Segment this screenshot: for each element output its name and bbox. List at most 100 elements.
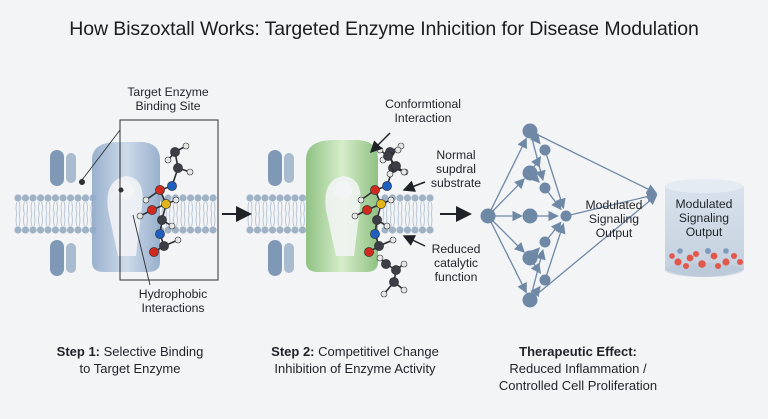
molecule-atom [164, 156, 172, 164]
lipid-tail [405, 213, 410, 227]
lipid-head [396, 226, 404, 234]
lipid-head [81, 226, 90, 234]
molecule-atom [173, 163, 183, 173]
molecule-atom [400, 260, 408, 268]
lipid-tail [83, 201, 88, 215]
conformational-arrow [369, 132, 391, 154]
lipid-head [14, 226, 22, 234]
drug-molecule-bound-1 [136, 142, 194, 257]
lipid-head [66, 226, 75, 234]
lipid-tail [15, 213, 21, 227]
lipid-tail [285, 213, 290, 227]
molecule-atom [374, 241, 384, 251]
molecule-atom [370, 185, 380, 195]
lipid-tail [60, 213, 66, 227]
output-particle [698, 260, 706, 268]
molecule-atom [372, 215, 382, 225]
molecule-atom [383, 222, 391, 230]
lipid-tail [270, 213, 275, 227]
lipid-tail [210, 201, 216, 215]
molecule-atom [136, 212, 144, 220]
molecule-atom [157, 215, 167, 225]
lipid-tail [412, 201, 418, 215]
side-proteins-middle [268, 150, 294, 276]
molecule-atom [389, 236, 397, 244]
lipid-tail [270, 201, 275, 215]
caption-step-2: Step 2: Competitivel Change Inhibition o… [271, 344, 439, 376]
lipid-tail [397, 213, 403, 227]
network-edge [529, 194, 658, 301]
lipid-head [426, 194, 434, 202]
lipid-tail [427, 201, 433, 215]
lipid-tail [292, 201, 298, 215]
lipid-head [246, 194, 254, 202]
lipid-tail [180, 201, 186, 215]
network-node [539, 144, 551, 156]
molecule-atom [167, 181, 177, 191]
molecule-atom [351, 212, 359, 220]
lipid-head [298, 194, 307, 202]
molecule-atom [161, 199, 171, 209]
molecule-atom [391, 161, 401, 171]
lipid-tail [262, 213, 268, 227]
lipid-tail [38, 213, 43, 227]
lipid-tail [53, 213, 58, 227]
network-node [539, 274, 551, 286]
lipid-tail [195, 201, 201, 215]
lipid-head [396, 194, 404, 202]
inhibited-enzyme-green [306, 140, 378, 272]
lipid-head [194, 226, 202, 234]
lipid-head [209, 226, 217, 234]
network-edge [487, 215, 525, 253]
lipid-head [36, 226, 45, 234]
lipid-head [283, 226, 292, 234]
lipid-tail [277, 213, 283, 227]
lipid-head [209, 194, 217, 202]
lipid-head [388, 226, 397, 234]
output-particle [710, 252, 718, 260]
molecule-atom [381, 259, 391, 269]
lipid-tail [68, 201, 73, 215]
side-proteins-left [50, 150, 76, 276]
lipid-head [261, 226, 269, 234]
molecule-atom [394, 146, 402, 154]
molecule-atom [357, 196, 365, 204]
lipid-head [179, 194, 187, 202]
lipid-head [283, 194, 292, 202]
lipid-head [201, 194, 210, 202]
molecule-atom [168, 222, 176, 230]
lipid-tail [23, 201, 28, 215]
lipid-tail [38, 201, 43, 215]
output-particles [669, 248, 743, 269]
lipid-tail [83, 213, 88, 227]
lipid-tail [195, 213, 201, 227]
lipid-tail [427, 213, 433, 227]
lipid-tail [15, 201, 21, 215]
lipid-tail [300, 213, 305, 227]
molecule-atom [387, 196, 395, 204]
molecule-atom [389, 277, 399, 287]
lipid-head [261, 194, 269, 202]
caption-step-1: Step 1: Selective Binding to Target Enzy… [56, 344, 204, 376]
network-edge [487, 137, 527, 217]
lipid-tail [255, 201, 260, 215]
lipid-head [44, 226, 52, 234]
lipid-tail [262, 201, 268, 215]
lipid-head [186, 194, 195, 202]
lipid-head [29, 194, 37, 202]
molecule-atom [362, 205, 372, 215]
lipid-head [291, 194, 299, 202]
lipid-head [411, 194, 419, 202]
output-particle [737, 259, 743, 265]
lipid-head [179, 226, 187, 234]
substrate-molecule-bottom [376, 254, 408, 298]
reduced-function-arrow [402, 235, 426, 247]
lipid-tail [188, 213, 193, 227]
lipid-tail [210, 213, 216, 227]
network-node [522, 165, 538, 181]
network-node [539, 236, 551, 248]
molecule-atom [376, 199, 386, 209]
molecule-atom [172, 196, 180, 204]
